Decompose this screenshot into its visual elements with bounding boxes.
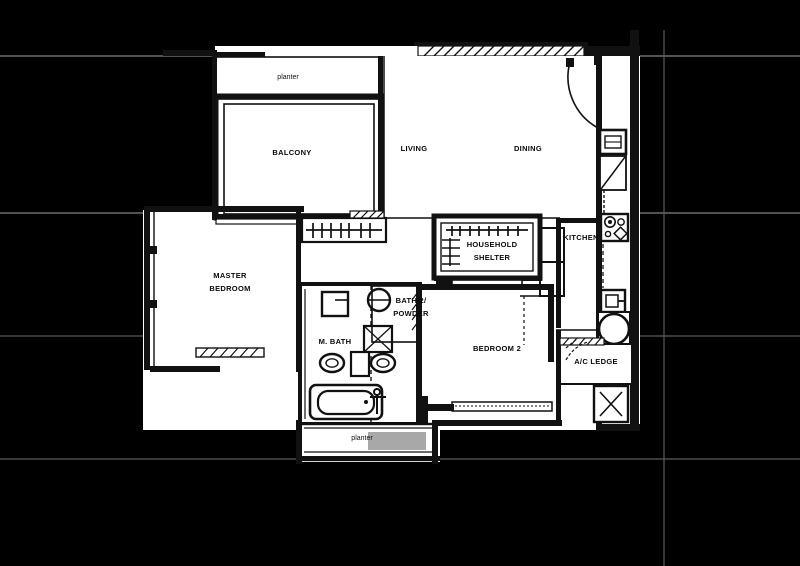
shelter-shelving: [442, 238, 460, 266]
household-shelter[interactable]: [431, 213, 543, 288]
service-strip: [597, 128, 631, 347]
label-household-shelter-line1: HOUSEHOLD: [467, 240, 518, 249]
living-dining-floor: [384, 56, 596, 218]
bath2-powder[interactable]: [371, 285, 419, 343]
label-balcony: BALCONY: [272, 148, 311, 157]
master-bath[interactable]: [298, 282, 422, 426]
entrance-door-swing-arc: [567, 61, 599, 129]
ac-ledge[interactable]: [559, 337, 633, 424]
kitchen-room[interactable]: [520, 218, 598, 345]
bath-tap: [370, 388, 386, 414]
east-external-wall: [596, 30, 640, 431]
label-bedroom-2: BEDROOM 2: [473, 344, 521, 353]
bath2-hatch: [411, 291, 419, 331]
label-bath2-line1: BATH 2/: [396, 296, 427, 305]
label-kitchen: KITCHEN: [563, 233, 598, 242]
wardrobe-shelter: [446, 226, 528, 236]
label-planter-lower: planter: [351, 435, 373, 442]
room-labels: BALCONY LIVING DINING KITCHEN HOUSEHOLD …: [209, 74, 617, 442]
hob[interactable]: [599, 212, 630, 243]
basin-2[interactable]: [369, 352, 397, 374]
ac-unit[interactable]: [592, 384, 630, 424]
bath2-outline: [371, 285, 419, 343]
riser-panel: [599, 155, 627, 191]
label-master-bath: M. BATH: [319, 337, 352, 346]
label-dining: DINING: [514, 144, 542, 153]
shower[interactable]: [362, 324, 394, 354]
basin-1[interactable]: [318, 352, 346, 374]
vanity-cabinet: [349, 350, 371, 378]
wardrobe-master[interactable]: [300, 216, 388, 244]
north-external-wall: [163, 30, 640, 57]
label-living: LIVING: [401, 144, 428, 153]
label-master-bedroom-line1: MASTER: [213, 271, 247, 280]
label-ac-ledge: A/C LEDGE: [574, 357, 618, 366]
master-bedroom[interactable]: [144, 206, 388, 372]
upper-planter-trough: [215, 56, 382, 100]
ac-ledge-outline: [559, 343, 633, 385]
entrance-door-group[interactable]: [566, 56, 602, 129]
living-dining-area[interactable]: [383, 56, 596, 219]
parapet-hatch: [423, 45, 585, 57]
label-master-bedroom-line2: BEDROOM: [209, 284, 250, 293]
bedroom-2[interactable]: [422, 284, 598, 426]
balcony-room[interactable]: [212, 56, 384, 225]
label-household-shelter-line2: SHELTER: [474, 253, 511, 262]
db-box[interactable]: [598, 128, 628, 156]
lower-planter[interactable]: [296, 420, 440, 464]
bathtub[interactable]: [308, 383, 384, 421]
sink[interactable]: [599, 288, 627, 314]
label-bath2-line2: POWDER: [393, 309, 429, 318]
label-planter-upper: planter: [277, 74, 299, 81]
